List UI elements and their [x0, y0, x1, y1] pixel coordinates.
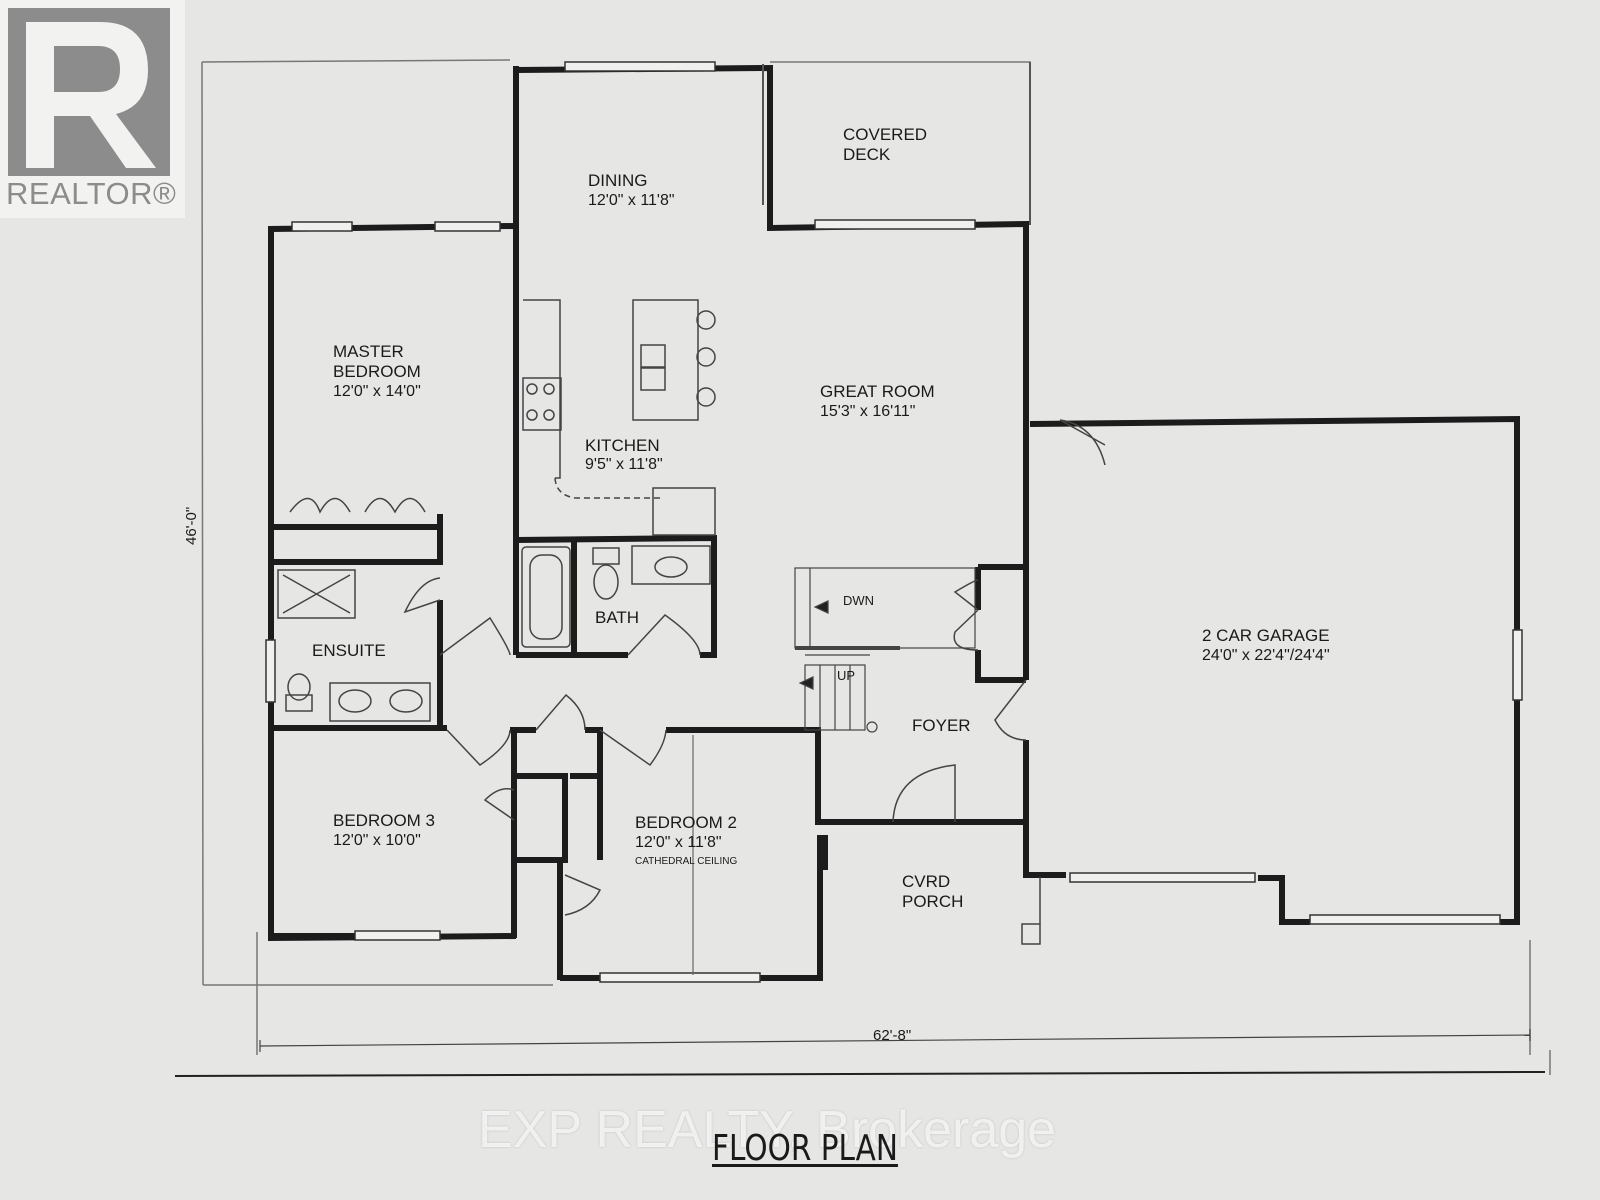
porch-label-1: CVRD — [902, 872, 950, 891]
great-room-size: 15'3" x 16'11" — [820, 403, 915, 420]
stairs-up-label: UP — [837, 668, 855, 683]
windows — [265, 61, 1523, 983]
dining-label: DINING — [588, 171, 648, 190]
brokerage-watermark: EXP REALTY, Brokerage — [478, 1101, 1057, 1159]
realtor-logo: REALTOR® — [0, 0, 185, 218]
dimension-lines — [174, 1029, 1546, 1077]
master-bedroom-label-2: BEDROOM — [333, 362, 421, 381]
stairs-down-label: DWN — [843, 593, 874, 608]
great-room-label: GREAT ROOM — [820, 382, 935, 401]
covered-deck-label-2: DECK — [843, 145, 891, 164]
realtor-logo-text: REALTOR® — [6, 176, 177, 211]
bedroom3-size: 12'0" x 10'0" — [333, 832, 421, 849]
bath-fixtures — [277, 545, 711, 722]
garage-label: 2 CAR GARAGE — [1202, 626, 1330, 645]
realtor-r-mark-icon — [8, 8, 170, 176]
bedroom2-size: 12'0" x 11'8" — [635, 834, 722, 851]
room-labels: COVERED DECK DINING 12'0" x 11'8" MASTER… — [312, 125, 1330, 911]
stairs — [794, 567, 976, 733]
door-swings — [289, 419, 1106, 916]
foyer-label: FOYER — [912, 716, 971, 735]
bedroom2-label: BEDROOM 2 — [635, 813, 737, 832]
master-bedroom-label-1: MASTER — [333, 342, 404, 361]
overall-width-label: 62'-8" — [873, 1027, 911, 1044]
realtor-r-glyph-icon — [26, 22, 156, 168]
kitchen-fixtures — [522, 299, 716, 536]
porch-label-2: PORCH — [902, 892, 963, 911]
floor-plan-caption: FLOOR PLAN — [712, 1128, 898, 1169]
garage-size: 24'0" x 22'4"/24'4" — [1202, 647, 1330, 664]
kitchen-size: 9'5" x 11'8" — [585, 456, 663, 473]
porch-post — [1021, 877, 1041, 945]
ensuite-label: ENSUITE — [312, 641, 386, 660]
dining-size: 12'0" x 11'8" — [588, 192, 675, 209]
covered-deck-label-1: COVERED — [843, 125, 927, 144]
bedroom2-note: CATHEDRAL CEILING — [635, 856, 737, 867]
covered-deck-outline — [762, 62, 1031, 225]
overall-depth-label: 46'-0" — [183, 507, 200, 545]
bath-label: BATH — [595, 608, 639, 627]
kitchen-label: KITCHEN — [585, 436, 660, 455]
master-bedroom-size: 12'0" x 14'0" — [333, 383, 421, 400]
bedroom3-label: BEDROOM 3 — [333, 811, 435, 830]
